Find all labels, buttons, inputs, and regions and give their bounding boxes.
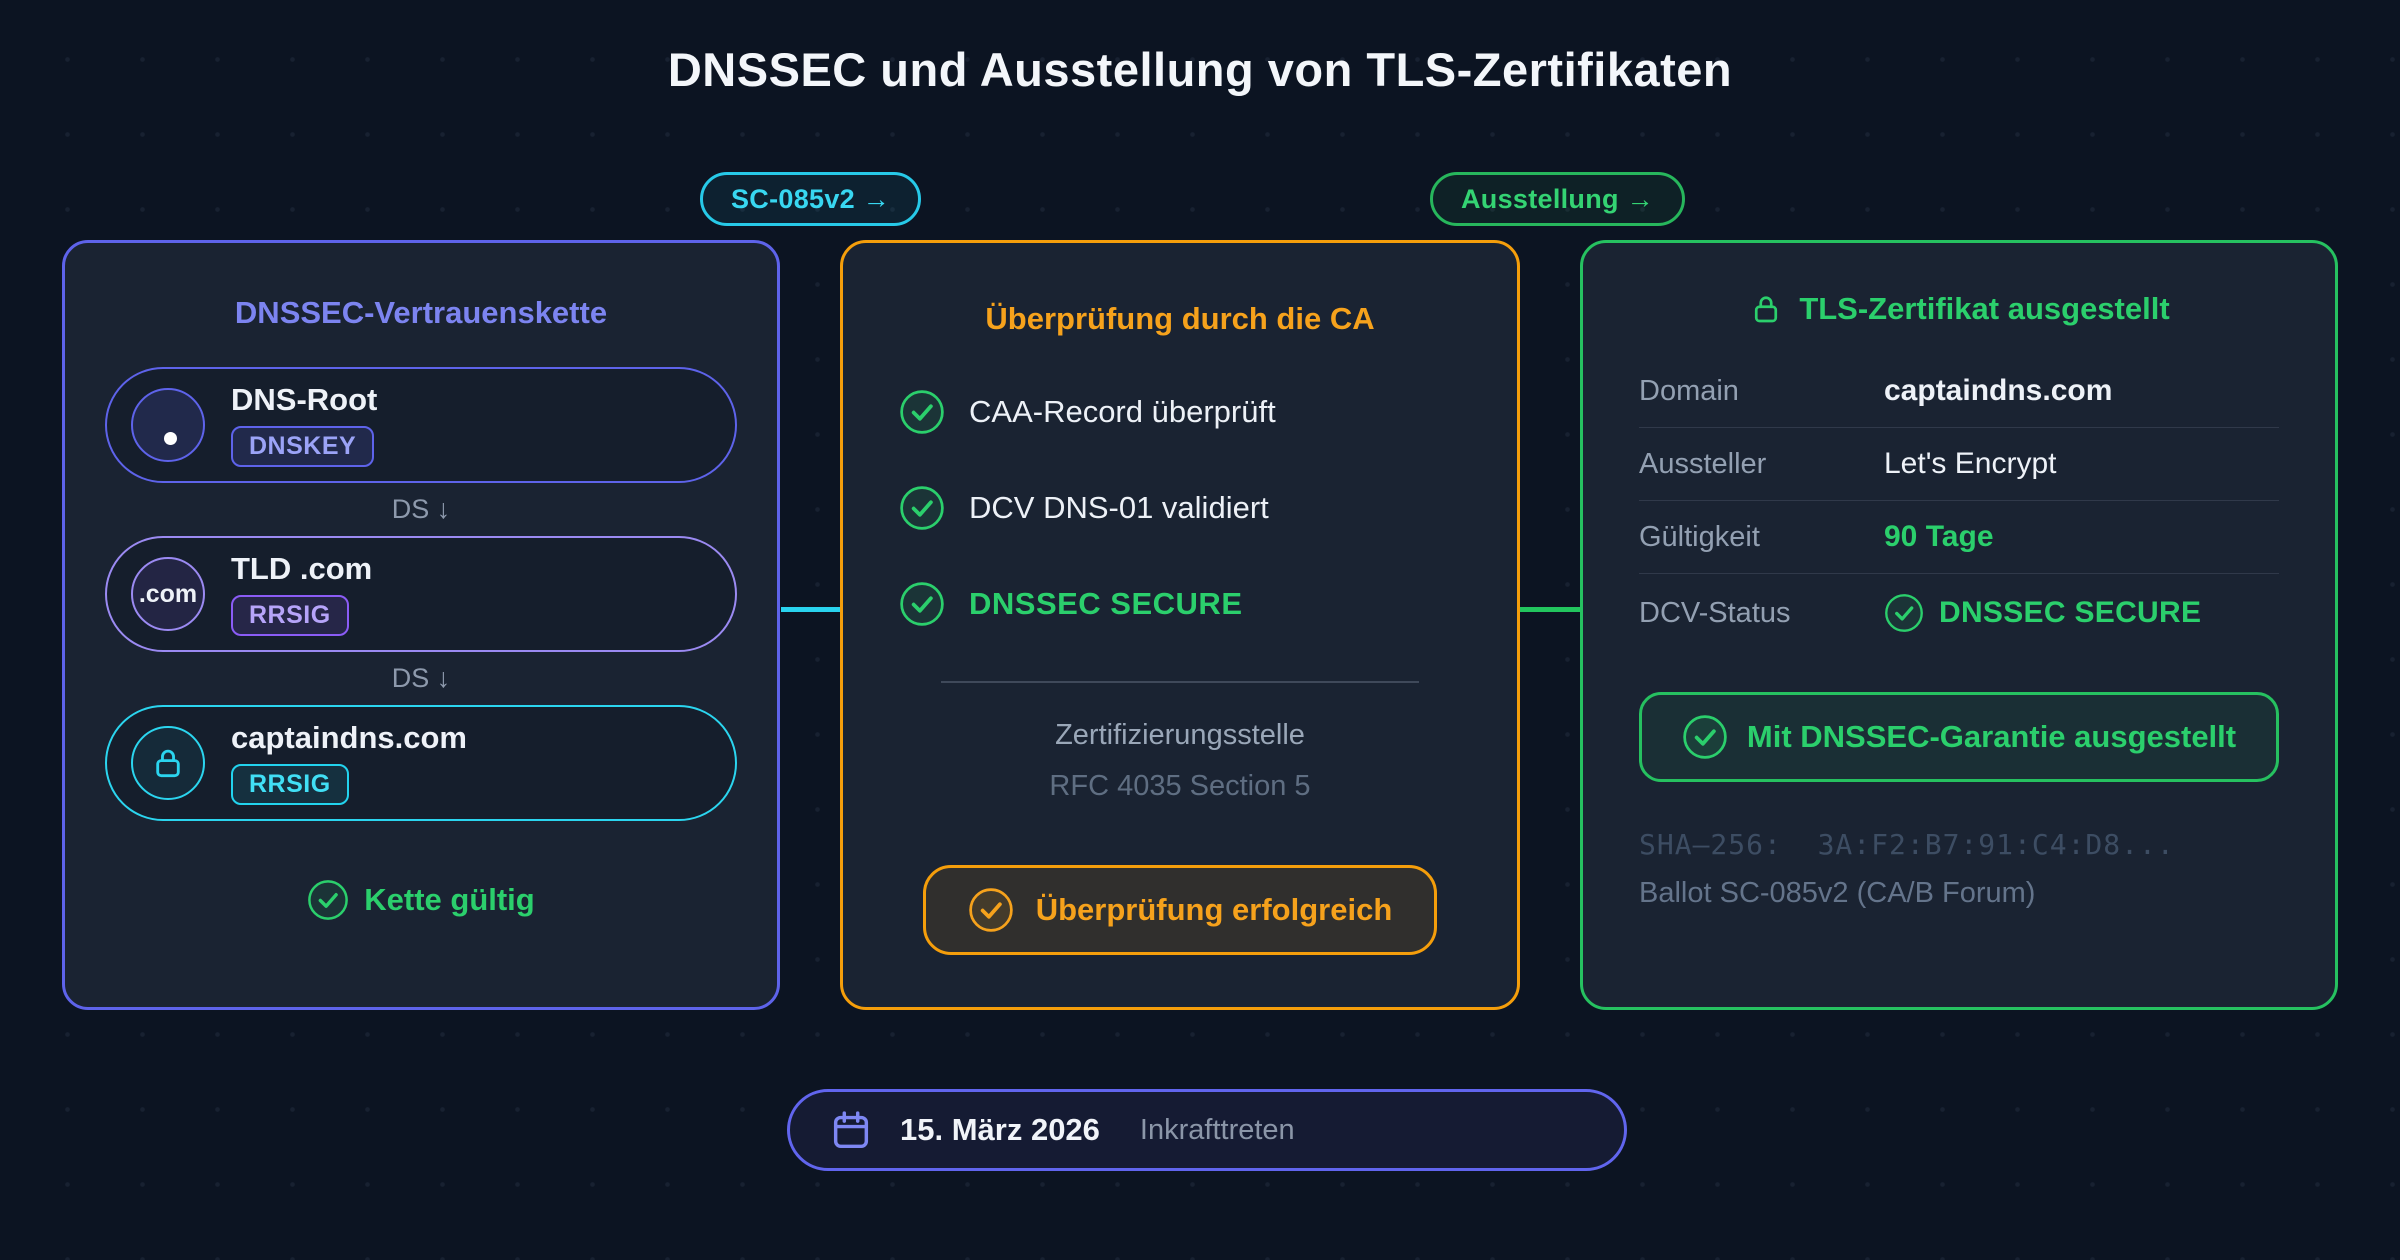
cert-panel-title-label: TLS-Zertifikat ausgestellt	[1799, 291, 2170, 326]
chain-status: Kette gültig	[105, 879, 737, 921]
cert-row-label: DCV-Status	[1639, 596, 1791, 629]
node-info: captaindns.com RRSIG	[231, 720, 467, 806]
dnssec-guarantee-label: Mit DNSSEC-Garantie ausgestellt	[1746, 719, 2237, 754]
dnssec-guarantee-banner: Mit DNSSEC-Garantie ausgestellt	[1639, 692, 2279, 782]
node-info: TLD .com RRSIG	[231, 551, 373, 637]
chip-sc-085v2-label: SC-085v2 →	[731, 183, 891, 214]
ca-check-label: DCV DNS-01 validiert	[969, 490, 1269, 525]
panel-dnssec-chain: DNSSEC-Vertrauenskette DNS-Root DNSKEY D…	[62, 240, 780, 1010]
dnskey-badge: DNSKEY	[231, 426, 375, 468]
effective-date-caption: Inkrafttreten	[1139, 1113, 1295, 1146]
check-circle-icon	[900, 486, 944, 530]
rrsig-badge: RRSIG	[231, 595, 349, 637]
check-circle-icon	[900, 390, 944, 434]
check-circle-icon	[1683, 715, 1727, 759]
panel-tls-certificate: TLS-Zertifikat ausgestellt Domain captai…	[1580, 240, 2338, 1010]
cert-row-value: DNSSEC SECURE	[1884, 593, 2201, 633]
ca-check-dnssec-secure: DNSSEC SECURE	[899, 581, 1471, 627]
chain-node-tld-com: .com TLD .com RRSIG	[105, 536, 737, 653]
chip-ausstellung: Ausstellung →	[1430, 172, 1685, 226]
certificate-table: Domain captaindns.com Aussteller Let's E…	[1639, 355, 2279, 652]
domain-lock-circle	[131, 726, 205, 801]
cert-row-validity: Gültigkeit 90 Tage	[1639, 501, 2279, 574]
ca-org-label: Zertifizierungsstelle	[1055, 719, 1305, 751]
node-info: DNS-Root DNSKEY	[231, 382, 378, 468]
node-name: DNS-Root	[231, 382, 378, 417]
verification-success-label: Überprüfung erfolgreich	[1035, 892, 1393, 927]
chip-sc-085v2: SC-085v2 →	[700, 172, 922, 226]
chain-node-dns-root: DNS-Root DNSKEY	[105, 367, 737, 484]
panel-ca-verification: Überprüfung durch die CA CAA-Record über…	[840, 240, 1520, 1010]
node-name: TLD .com	[231, 551, 373, 587]
node-name: captaindns.com	[231, 720, 467, 756]
tld-circle-icon: .com	[131, 557, 205, 632]
ca-check-label: CAA-Record überprüft	[969, 394, 1276, 429]
calendar-icon	[833, 1111, 869, 1149]
cert-sha256-fingerprint: SHA–256: 3A:F2:B7:91:C4:D8...	[1639, 828, 2175, 861]
chain-node-captaindns: captaindns.com RRSIG	[105, 705, 737, 822]
lock-icon	[1755, 296, 1778, 323]
divider	[941, 681, 1419, 683]
cert-row-value: captaindns.com	[1884, 374, 2113, 407]
root-zone-icon	[131, 388, 205, 463]
verification-success-badge: Überprüfung erfolgreich	[922, 865, 1438, 955]
lock-icon	[156, 750, 180, 778]
chain-panel-title: DNSSEC-Vertrauenskette	[234, 295, 608, 330]
effective-date: 15. März 2026	[900, 1112, 1100, 1147]
cert-row-domain: Domain captaindns.com	[1639, 355, 2279, 428]
cert-panel-title: TLS-Zertifikat ausgestellt	[1639, 291, 2279, 327]
cert-row-label: Domain	[1639, 374, 1739, 407]
connector-chain-to-ca	[781, 607, 841, 612]
ds-arrow-label: DS ↓	[391, 663, 451, 694]
cert-row-label: Aussteller	[1639, 447, 1767, 480]
cert-row-value: 90 Tage	[1884, 520, 1994, 553]
check-circle-icon	[308, 880, 349, 921]
connector-ca-to-cert	[1519, 607, 1581, 612]
chain-status-label: Kette gültig	[364, 882, 535, 918]
ca-panel-title: Überprüfung durch die CA	[985, 301, 1375, 336]
ds-arrow-label: DS ↓	[391, 494, 451, 525]
check-circle-icon	[968, 888, 1013, 932]
check-circle-icon	[900, 582, 944, 626]
cert-row-dcv-status: DCV-Status DNSSEC SECURE	[1639, 574, 2279, 652]
dcv-status-value: DNSSEC SECURE	[1939, 596, 2202, 629]
rrsig-badge: RRSIG	[231, 764, 349, 806]
ca-rfc-label: RFC 4035 Section 5	[1049, 770, 1311, 802]
check-circle-icon	[1885, 594, 1923, 632]
cert-row-label: Gültigkeit	[1639, 520, 1760, 553]
root-dot-icon	[163, 432, 177, 446]
ca-check-caa: CAA-Record überprüft	[899, 389, 1471, 435]
chip-ausstellung-label: Ausstellung →	[1461, 183, 1654, 214]
cert-row-value: Let's Encrypt	[1884, 447, 2057, 480]
tld-circle-label: .com	[138, 579, 198, 608]
cert-ballot-reference: Ballot SC-085v2 (CA/B Forum)	[1639, 877, 2036, 909]
effective-date-pill: 15. März 2026 Inkrafttreten	[787, 1089, 1627, 1171]
ca-check-dcv: DCV DNS-01 validiert	[899, 485, 1471, 531]
page-title: DNSSEC und Ausstellung von TLS-Zertifika…	[667, 43, 1733, 96]
cert-row-issuer: Aussteller Let's Encrypt	[1639, 428, 2279, 501]
ca-check-label: DNSSEC SECURE	[969, 586, 1243, 621]
